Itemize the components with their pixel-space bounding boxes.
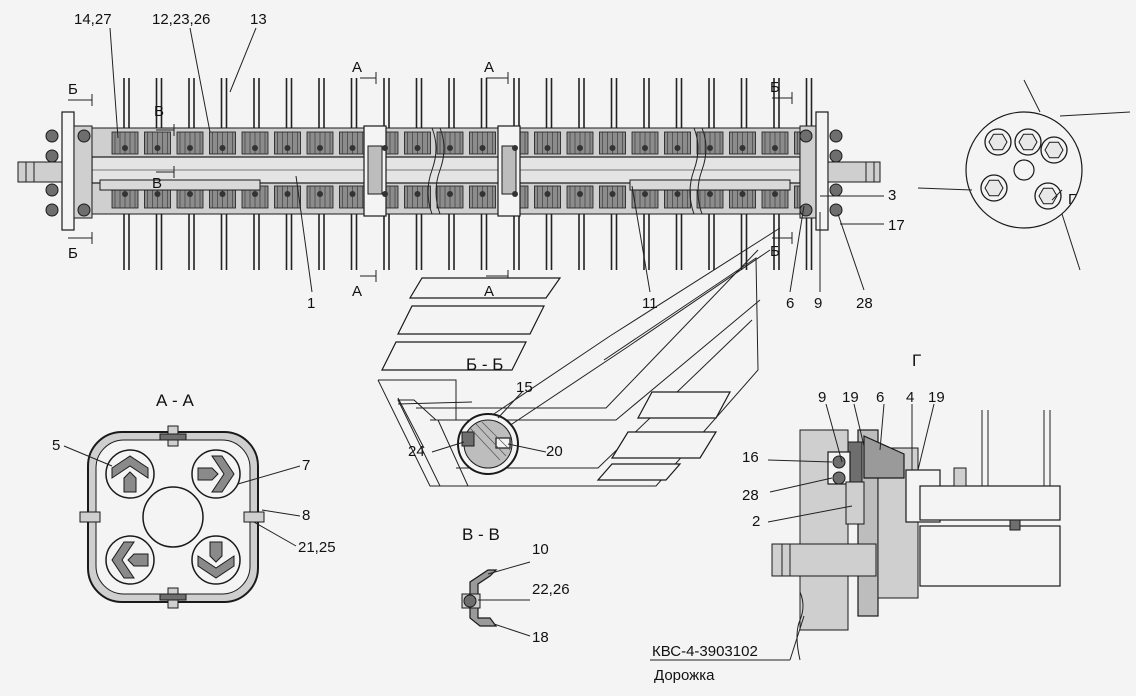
callout-g-9: 9	[818, 389, 826, 406]
section-vv-drawing	[461, 569, 498, 627]
view-g-flange	[917, 79, 1131, 271]
section-aa-drawing	[79, 425, 265, 609]
leader-lines-main	[109, 27, 884, 293]
callout-g-4: 4	[906, 389, 914, 406]
callout-15: 15	[516, 379, 533, 396]
left-flange	[61, 111, 75, 231]
callout-9: 9	[814, 295, 822, 312]
section-indicators	[68, 72, 793, 282]
view-titles: А - А Б - Б В - В Г	[156, 351, 921, 544]
mark-a-bot-1: А	[352, 283, 362, 300]
title-view-g: Г	[912, 351, 921, 370]
callout-14-27: 14,27	[74, 11, 112, 28]
leader-lines-bb	[431, 391, 547, 453]
callout-20: 20	[546, 443, 563, 460]
mark-a-bot-2: А	[484, 283, 494, 300]
part-name: Дорожка	[654, 667, 715, 684]
left-stub-shaft	[17, 161, 63, 183]
mark-v-top: В	[154, 103, 164, 120]
callout-10: 10	[532, 541, 549, 558]
mark-v-bot: В	[152, 175, 162, 192]
title-section-vv: В - В	[462, 525, 500, 544]
title-section-aa: А - А	[156, 391, 194, 410]
callout-labels: 14,27 12,23,26 13 1 11 6 9 28 3 17 5 7 8…	[52, 11, 945, 646]
callout-g-6: 6	[876, 389, 884, 406]
bolts-row	[122, 145, 811, 197]
callout-6: 6	[786, 295, 794, 312]
strip-right	[629, 179, 791, 191]
section-bb-drawing	[377, 227, 781, 487]
callout-12-23-26: 12,23,26	[152, 11, 210, 28]
mark-b-top-right: Б	[770, 79, 780, 96]
callout-28: 28	[856, 295, 873, 312]
mark-b-top-left: Б	[68, 81, 78, 98]
callout-7: 7	[302, 457, 310, 474]
strip-left	[99, 179, 261, 191]
mark-b-bot-right: Б	[770, 243, 780, 260]
break-line-left	[427, 127, 437, 215]
callout-3: 3	[888, 187, 896, 204]
callout-17: 17	[888, 217, 905, 234]
title-section-bb: Б - Б	[466, 355, 503, 374]
mark-g-view: Г	[1068, 191, 1076, 208]
callout-5: 5	[52, 437, 60, 454]
callout-21-25: 21,25	[298, 539, 336, 556]
leader-lines-vv	[478, 561, 531, 637]
leader-lines-g	[650, 403, 935, 661]
callout-13: 13	[250, 11, 267, 28]
view-g-detail	[771, 410, 1061, 661]
tines-bottom	[123, 208, 813, 270]
callout-18: 18	[532, 629, 549, 646]
callout-g-16: 16	[742, 449, 759, 466]
callout-g-19a: 19	[842, 389, 859, 406]
callout-g-28: 28	[742, 487, 759, 504]
part-code: КВС-4-3903102	[652, 643, 758, 660]
part-reference: КВС-4-3903102 Дорожка	[652, 643, 758, 684]
mark-a-top-1: А	[352, 59, 362, 76]
callout-g-2: 2	[752, 513, 760, 530]
mark-b-bot-left: Б	[68, 245, 78, 262]
right-stub-shaft	[827, 161, 881, 183]
leader-lines-aa	[63, 445, 301, 547]
section-mark-labels: А А А А Б Б Б Б В В Г	[68, 59, 1076, 300]
break-line-right	[689, 127, 699, 215]
tines-top	[123, 78, 813, 132]
callout-8: 8	[302, 507, 310, 524]
callout-11: 11	[642, 295, 658, 312]
callout-24: 24	[408, 443, 425, 460]
beater-shaft-assembly	[17, 78, 881, 270]
callout-1: 1	[307, 295, 315, 312]
callout-g-19b: 19	[928, 389, 945, 406]
callout-22-26: 22,26	[532, 581, 570, 598]
mark-a-top-2: А	[484, 59, 494, 76]
